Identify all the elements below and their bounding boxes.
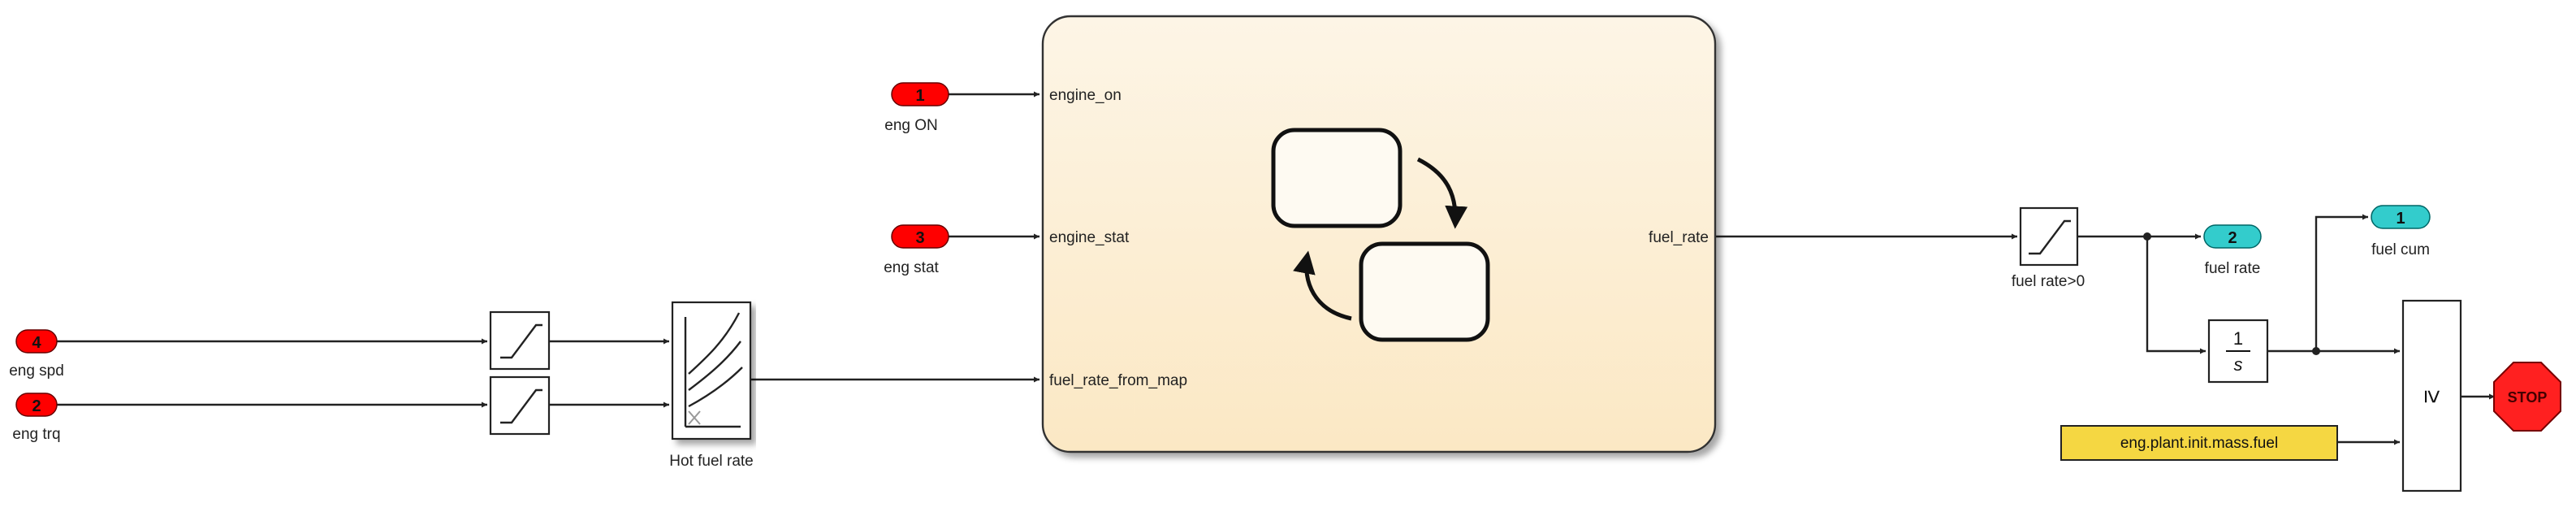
lookup-table-block[interactable]: Hot fuel rate bbox=[669, 301, 754, 470]
inport-number: 1 bbox=[915, 87, 924, 105]
integrator-numerator: 1 bbox=[2233, 328, 2243, 349]
outport-number: 2 bbox=[2228, 229, 2237, 247]
inport-eng-on[interactable]: 1 eng ON bbox=[884, 82, 949, 134]
wire-integrator-fuel-cum[interactable] bbox=[2315, 214, 2368, 351]
inport-number: 4 bbox=[32, 334, 41, 352]
chart-input-fuel-rate-from-map: fuel_rate_from_map bbox=[1049, 372, 1187, 389]
stateflow-chart-block[interactable]: engine_on engine_stat fuel_rate_from_map… bbox=[1041, 15, 1717, 453]
chart-output-fuel-rate: fuel_rate bbox=[1649, 229, 1709, 246]
saturation-label: fuel rate>0 bbox=[2012, 273, 2085, 290]
constant-value: eng.plant.init.mass.fuel bbox=[2120, 435, 2278, 452]
inport-number: 3 bbox=[915, 229, 924, 247]
outport-fuel-rate[interactable]: 2 fuel rate bbox=[2203, 224, 2262, 277]
saturation-icon bbox=[500, 388, 542, 424]
inport-eng-spd[interactable]: 4 eng spd bbox=[9, 329, 64, 380]
integrator-denominator: s bbox=[2234, 354, 2243, 375]
outport-number: 1 bbox=[2396, 210, 2405, 228]
relational-operator-symbol: ≥ bbox=[2419, 390, 2446, 403]
inport-eng-trq[interactable]: 2 eng trq bbox=[12, 393, 61, 443]
stop-label: STOP bbox=[2508, 389, 2548, 406]
inport-label: eng ON bbox=[884, 117, 937, 134]
relational-operator-block[interactable]: ≥ bbox=[2401, 299, 2462, 492]
branch-point bbox=[2312, 347, 2320, 355]
inport-label: eng stat bbox=[884, 259, 939, 276]
saturation-block-fuel-rate[interactable]: fuel rate>0 bbox=[2012, 206, 2085, 290]
inport-eng-stat[interactable]: 3 eng stat bbox=[884, 224, 949, 276]
outport-fuel-cum[interactable]: 1 fuel cum bbox=[2371, 205, 2431, 258]
inport-label: eng spd bbox=[9, 362, 64, 380]
lookup-table-icon bbox=[684, 312, 743, 428]
inport-label: eng trq bbox=[12, 426, 60, 443]
integrator-block[interactable]: 1 s bbox=[2207, 319, 2269, 384]
inport-number: 2 bbox=[32, 397, 41, 415]
outport-label: fuel rate bbox=[2205, 260, 2261, 277]
signal-lines bbox=[57, 91, 2495, 445]
stateflow-chart-icon bbox=[1271, 128, 1490, 342]
chart-input-engine-stat: engine_stat bbox=[1049, 229, 1130, 246]
saturation-icon bbox=[2029, 219, 2071, 255]
wire-sat-integrator[interactable] bbox=[2146, 236, 2206, 354]
branch-point bbox=[2143, 232, 2151, 241]
saturation-block-trq[interactable] bbox=[489, 375, 551, 436]
saturation-icon bbox=[500, 323, 542, 359]
lookup-table-label: Hot fuel rate bbox=[669, 453, 754, 470]
stop-block[interactable]: STOP bbox=[2493, 362, 2561, 432]
chart-input-engine-on: engine_on bbox=[1049, 87, 1122, 104]
outport-label: fuel cum bbox=[2371, 241, 2430, 258]
saturation-block-spd[interactable] bbox=[489, 310, 551, 371]
constant-block[interactable]: eng.plant.init.mass.fuel bbox=[2060, 425, 2338, 461]
